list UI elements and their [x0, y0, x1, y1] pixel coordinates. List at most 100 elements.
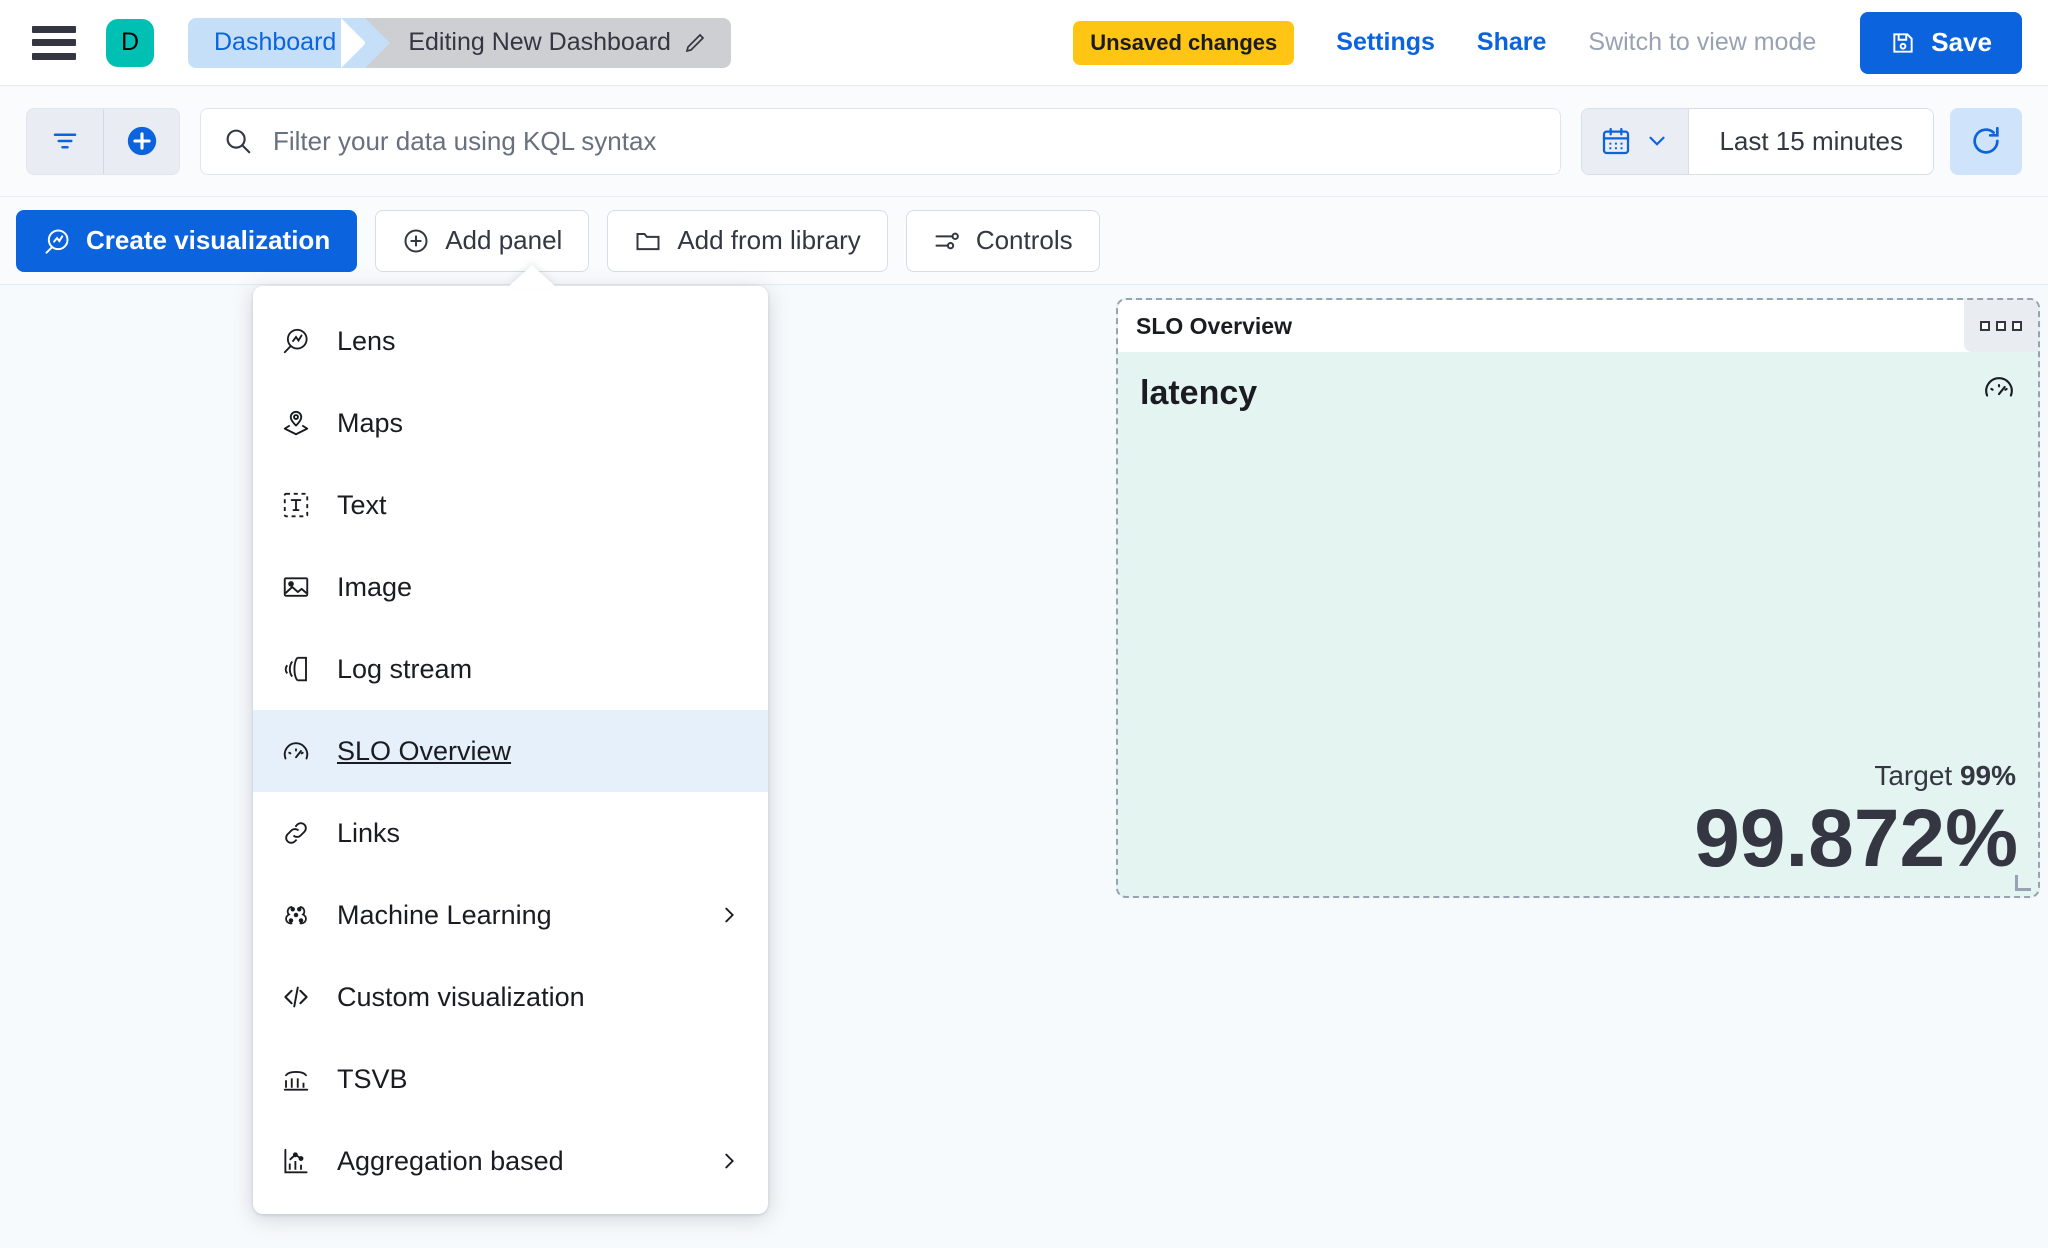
slo-name: latency — [1140, 374, 1258, 412]
panel-header: SLO Overview — [1118, 300, 2038, 352]
date-range-control: Last 15 minutes — [1581, 107, 1934, 175]
filter-options-button[interactable] — [27, 109, 103, 174]
menu-item-label: SLO Overview — [337, 735, 512, 766]
save-button[interactable]: Save — [1860, 11, 2022, 74]
breadcrumb-label: Dashboard — [214, 28, 337, 56]
menu-item-label: Text — [337, 489, 387, 520]
hamburger-bar — [32, 25, 76, 33]
menu-item-label: Machine Learning — [337, 899, 552, 930]
chevron-down-icon — [1649, 136, 1666, 146]
pencil-icon[interactable] — [683, 31, 707, 55]
slo-sli-value: 99.872% — [1694, 793, 2018, 884]
create-visualization-button[interactable]: Create visualization — [16, 209, 358, 272]
panel-body: latency Target 99% 99.872% — [1118, 352, 2038, 896]
lens-icon — [283, 328, 308, 354]
add-from-library-label: Add from library — [677, 225, 861, 255]
avatar[interactable]: D — [106, 18, 154, 67]
folder-icon — [636, 232, 660, 250]
breadcrumb-item-dashboard[interactable]: Dashboard — [188, 17, 391, 68]
time-range-label[interactable]: Last 15 minutes — [1689, 108, 1933, 174]
slo-target-value: 99% — [1959, 760, 2016, 791]
add-panel-button[interactable]: Add panel — [375, 209, 590, 272]
popover-arrow — [508, 265, 556, 287]
breadcrumb: Dashboard Editing New Dashboard — [188, 17, 731, 68]
tsvb-icon — [283, 1071, 309, 1091]
refresh-icon — [1973, 126, 1999, 154]
machine-learning-icon — [285, 905, 307, 925]
slo-target: Target 99% — [1874, 760, 2016, 792]
plus-circle-icon — [127, 126, 156, 156]
text-box-icon — [283, 492, 309, 518]
status-badge: Unsaved changes — [1073, 20, 1295, 65]
switch-to-view-mode-link[interactable]: Switch to view mode — [1588, 28, 1817, 56]
menu-item-aggregation-based[interactable]: Aggregation based — [253, 1120, 768, 1202]
menu-item-log-stream[interactable]: Log stream — [253, 628, 768, 710]
panel-options-dot — [1996, 321, 2006, 331]
resize-handle-icon[interactable] — [2015, 875, 2031, 891]
panel-title: SLO Overview — [1136, 312, 1292, 339]
settings-link[interactable]: Settings — [1336, 28, 1435, 56]
breadcrumb-label: Editing New Dashboard — [408, 28, 671, 56]
link-icon — [285, 822, 307, 844]
controls-button[interactable]: Controls — [905, 209, 1100, 272]
header-actions: Unsaved changes Settings Share Switch to… — [1073, 11, 2022, 74]
save-disk-icon — [1893, 32, 1913, 53]
save-button-label: Save — [1931, 27, 1992, 57]
dashboard-toolbar: Create visualization Add panel Add from … — [0, 197, 2048, 285]
hamburger-icon[interactable] — [32, 25, 76, 60]
calendar-icon — [1603, 127, 1630, 155]
menu-item-label: Aggregation based — [337, 1145, 564, 1176]
breadcrumb-item-current[interactable]: Editing New Dashboard — [341, 17, 731, 68]
chevron-right-icon — [725, 1153, 734, 1169]
hamburger-bar — [32, 39, 76, 46]
maps-pin-icon — [283, 410, 309, 436]
controls-icon — [935, 232, 959, 249]
dashboard-panel-slo-overview[interactable]: SLO Overview latency Target 99% 99.872% — [1116, 298, 2040, 898]
menu-item-label: Maps — [337, 407, 404, 438]
hamburger-bar — [32, 52, 76, 60]
menu-item-label: TSVB — [337, 1063, 408, 1094]
menu-item-links[interactable]: Links — [253, 792, 768, 874]
controls-label: Controls — [975, 225, 1073, 255]
search-icon — [226, 129, 251, 154]
panel-options-dot — [1980, 321, 1990, 331]
refresh-button[interactable] — [1950, 107, 2022, 175]
filter-icon — [53, 133, 77, 149]
aggregation-icon — [284, 1148, 308, 1174]
menu-item-tsvb[interactable]: TSVB — [253, 1038, 768, 1120]
add-from-library-button[interactable]: Add from library — [607, 209, 888, 272]
slo-target-label: Target — [1874, 760, 1953, 791]
menu-item-label: Lens — [337, 325, 396, 356]
gauge-icon — [283, 742, 309, 760]
panel-options-dot — [2012, 321, 2022, 331]
create-visualization-label: Create visualization — [86, 225, 331, 255]
menu-item-label: Log stream — [337, 653, 473, 684]
add-panel-label: Add panel — [445, 225, 563, 255]
menu-item-custom-visualization[interactable]: Custom visualization — [253, 956, 768, 1038]
search-input-container[interactable] — [200, 107, 1562, 175]
add-filter-button[interactable] — [103, 108, 179, 174]
menu-item-maps[interactable]: Maps — [253, 382, 768, 464]
menu-item-image[interactable]: Image — [253, 546, 768, 628]
menu-item-lens[interactable]: Lens — [253, 300, 768, 382]
log-stream-icon — [284, 656, 307, 682]
chevron-right-icon — [725, 907, 734, 923]
avatar-letter: D — [120, 28, 140, 56]
search-input[interactable] — [273, 125, 1539, 157]
menu-item-label: Custom visualization — [337, 981, 585, 1012]
menu-item-label: Image — [337, 571, 413, 602]
panel-options-icon[interactable] — [1964, 300, 2038, 352]
add-panel-menu: Lens Maps Text Image Log stream — [253, 286, 768, 1214]
date-picker-button[interactable] — [1582, 108, 1690, 174]
menu-item-slo-overview[interactable]: SLO Overview — [253, 710, 768, 792]
plus-circle-icon — [404, 229, 428, 252]
query-bar: Last 15 minutes — [0, 86, 2048, 197]
menu-item-machine-learning[interactable]: Machine Learning — [253, 874, 768, 956]
share-link[interactable]: Share — [1476, 28, 1547, 56]
menu-item-label: Links — [337, 817, 401, 848]
image-icon — [283, 577, 309, 597]
app-header: D Dashboard Editing New Dashboard Unsave… — [0, 0, 2048, 86]
lens-icon — [45, 229, 69, 254]
code-icon — [284, 986, 308, 1008]
menu-item-text[interactable]: Text — [253, 464, 768, 546]
